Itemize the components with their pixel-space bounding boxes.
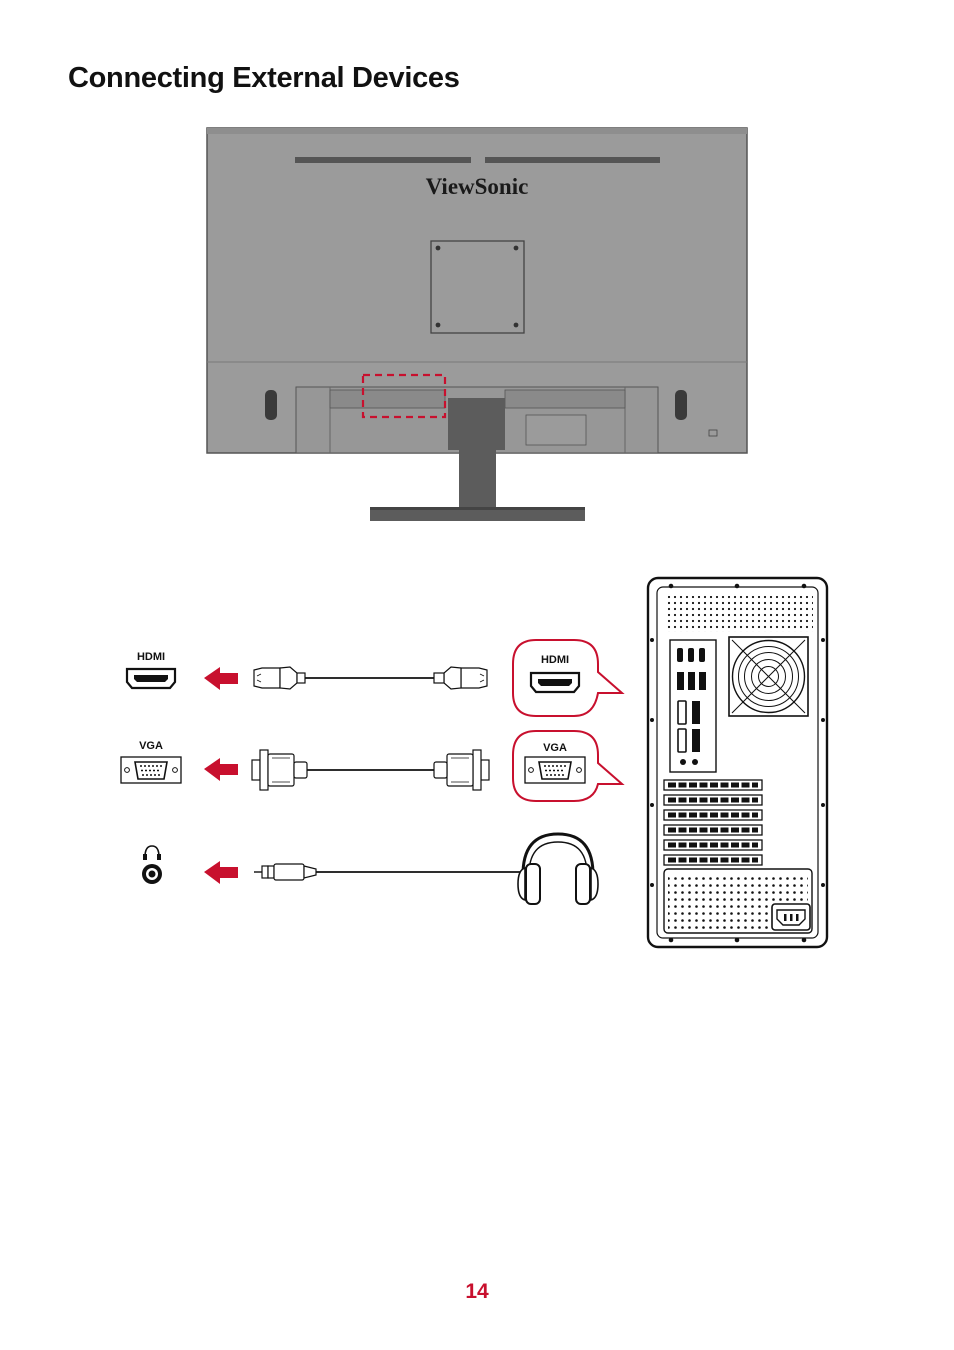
monitor-back-illustration: ViewSonic bbox=[207, 128, 747, 521]
monitor-audio-port bbox=[142, 846, 162, 884]
pc-tower-icon bbox=[648, 578, 827, 947]
hdmi-port-icon bbox=[127, 669, 175, 688]
monitor-hdmi-port: HDMI bbox=[127, 651, 175, 688]
headphone-jack-icon bbox=[142, 846, 162, 884]
page-number: 14 bbox=[0, 1280, 954, 1304]
vesa-mount-plate bbox=[431, 241, 524, 333]
vga-port-icon bbox=[121, 757, 181, 783]
brand-logo: ViewSonic bbox=[426, 174, 529, 199]
headphones-icon bbox=[518, 834, 598, 904]
pc-vga-label: VGA bbox=[543, 742, 567, 754]
pc-vga-callout: VGA bbox=[513, 731, 622, 801]
monitor-vga-port: VGA bbox=[121, 740, 181, 783]
pc-hdmi-label: HDMI bbox=[541, 654, 569, 666]
audio-cable bbox=[254, 864, 526, 880]
vga-cable bbox=[252, 750, 489, 790]
speaker-grille-right bbox=[675, 390, 687, 420]
monitor-vga-label: VGA bbox=[139, 740, 163, 752]
monitor-hdmi-label: HDMI bbox=[137, 651, 165, 663]
hdmi-cable bbox=[254, 667, 487, 689]
arrow-left-icon bbox=[204, 667, 238, 884]
pc-hdmi-callout: HDMI bbox=[513, 640, 622, 716]
speaker-grille-left bbox=[265, 390, 277, 420]
